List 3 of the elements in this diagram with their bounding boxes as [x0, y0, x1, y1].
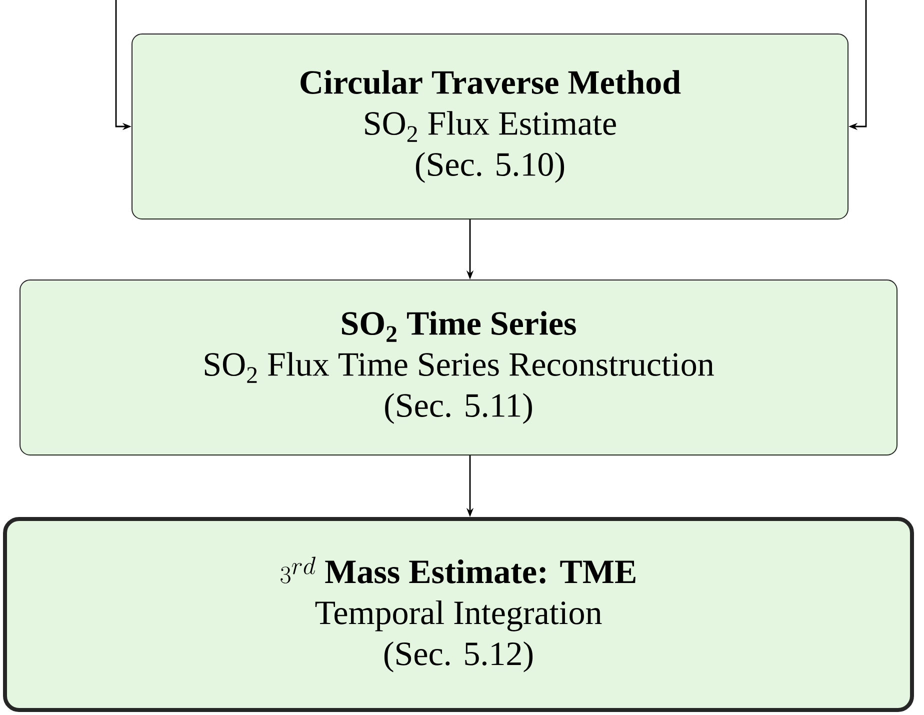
process-box: Circular Traverse Method SO$_{2}$ Flux Estimate (Sec. 5.10)	[132, 34, 848, 220]
process-box: SO$_{2}$ Time Series SO$_{2}$ Flux Time Series Reconstruction (Sec. 5.11)	[20, 280, 898, 456]
process-box: $3^{rd}\ \textbf{Mass Estimate: TME}$ Temporal Integration (Sec. 5.12)	[3, 517, 914, 712]
